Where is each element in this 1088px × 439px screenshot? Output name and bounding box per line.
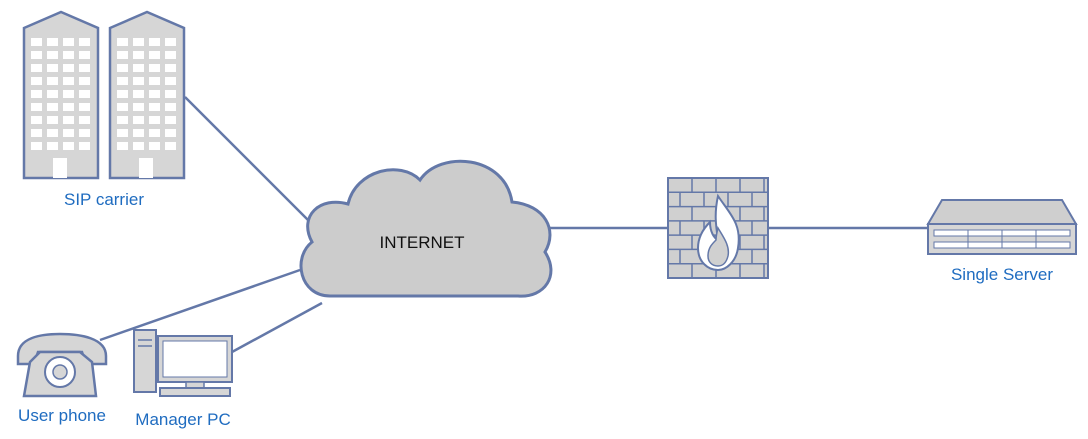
link-phone-to-internet bbox=[99, 268, 301, 342]
label-sip-carrier: SIP carrier bbox=[64, 190, 144, 209]
office-buildings-icon bbox=[22, 10, 186, 180]
cloud-icon bbox=[299, 159, 553, 298]
rack-server-icon bbox=[926, 199, 1078, 255]
desktop-computer-icon bbox=[133, 329, 233, 397]
link-pc-to-internet bbox=[231, 301, 323, 354]
connections bbox=[99, 96, 930, 354]
firewall-icon bbox=[667, 177, 769, 279]
cloud-label: INTERNET bbox=[380, 233, 465, 252]
label-single-server: Single Server bbox=[951, 265, 1053, 284]
desk-phone-icon bbox=[16, 332, 108, 398]
label-user-phone: User phone bbox=[18, 406, 106, 425]
label-manager-pc: Manager PC bbox=[135, 410, 230, 429]
link-sip-to-internet bbox=[184, 96, 319, 231]
